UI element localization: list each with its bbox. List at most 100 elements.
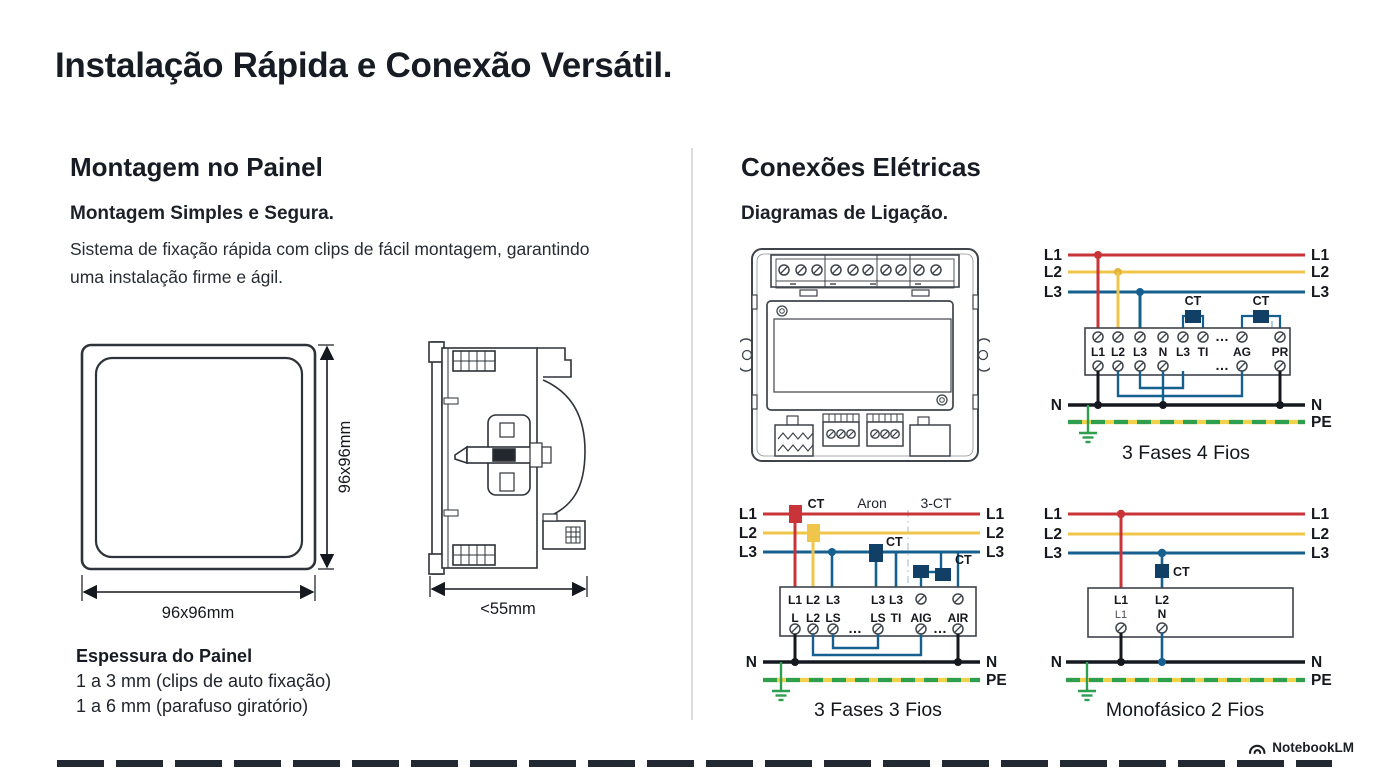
terminal-r2-5: AIG <box>910 611 931 625</box>
meter-rear-drawing <box>740 248 990 462</box>
ct-label-right: CT <box>955 553 972 567</box>
diagram-3-fases-4-fios: L1 L2 L3 L1 L2 L3 CT CT … L1 L2 L3 N L3 … <box>1044 247 1332 464</box>
terminal-r1-screw-2 <box>952 593 964 605</box>
watermark-label: NotebookLM <box>1272 740 1354 755</box>
ct-symbol-b <box>935 568 951 581</box>
pe-label: PE <box>1311 414 1332 431</box>
width-dimension-label: 96x96mm <box>162 604 234 622</box>
phase-lines <box>1068 251 1305 333</box>
phase-label-l1-left: L1 <box>1044 247 1062 264</box>
bottom-wiring <box>1119 633 1164 662</box>
panel-front-outline <box>80 343 317 571</box>
terminal-r1-1: L2 <box>1155 593 1169 607</box>
ct-symbol-red <box>789 505 802 523</box>
width-dimension: 96x96mm <box>81 575 316 622</box>
right-section-heading: Conexões Elétricas <box>741 152 981 182</box>
phase-label-l1-right: L1 <box>1311 506 1329 523</box>
terminal-r2-1: L2 <box>806 611 820 625</box>
phase-label-l1-left: L1 <box>739 506 757 523</box>
neutral-and-pe <box>1068 401 1305 444</box>
panel-thickness-heading: Espessura do Painel <box>76 646 253 666</box>
pe-label: PE <box>986 672 1007 689</box>
panel-thickness-line1: 1 a 3 mm (clips de auto fixação) <box>76 671 332 691</box>
bottom-wiring <box>793 634 960 662</box>
phase-label-l2-right: L2 <box>1311 264 1329 281</box>
phase-label-l2-left: L2 <box>739 525 757 542</box>
ct-circuits <box>789 505 960 594</box>
ct-symbol-mid <box>869 544 883 562</box>
left-section-heading: Montagem no Painel <box>70 152 323 182</box>
terminal-r2-0: L1 <box>1115 609 1127 621</box>
neutral-label-left: N <box>1051 654 1062 671</box>
ct-label: CT <box>1173 565 1190 579</box>
terminal-r2-0: L <box>791 611 798 625</box>
aron-label: Aron <box>857 495 887 511</box>
phase-label-l2-left: L2 <box>1044 526 1062 543</box>
terminal-r1-3: L3 <box>871 593 885 607</box>
panel-side-outline <box>428 341 586 575</box>
phase-lines <box>1068 509 1305 596</box>
terminal-label-0: L1 <box>1091 345 1105 359</box>
diagram-caption: Monofásico 2 Fios <box>1106 699 1264 721</box>
bottom-wiring <box>1096 371 1282 405</box>
ct-header-label: CT <box>808 497 825 511</box>
neutral-and-pe <box>763 658 980 702</box>
neutral-label-right: N <box>1311 397 1322 414</box>
depth-dimension-label: <55mm <box>480 600 535 618</box>
terminal-r2-2: LS <box>825 611 840 625</box>
phase-label-l3-left: L3 <box>1044 284 1062 301</box>
neutral-label-left: N <box>1051 397 1062 414</box>
diagram-caption: 3 Fases 4 Fios <box>1122 442 1250 464</box>
left-section-body: Sistema de fixação rápida com clips de f… <box>70 239 590 287</box>
terminal-r2-1: N <box>1158 607 1167 621</box>
depth-dimension: <55mm <box>429 576 588 618</box>
terminal-label-7: PR <box>1272 345 1289 359</box>
panel-thickness-line2: 1 a 6 mm (parafuso giratório) <box>76 696 309 716</box>
ct-symbol-a <box>913 565 929 578</box>
phase-label-l1-right: L1 <box>986 506 1004 523</box>
phase-label-l3-right: L3 <box>1311 284 1329 301</box>
terminal-label-5: TI <box>1198 345 1209 359</box>
diagram-3-fases-3-fios: CT Aron 3-CT L1 L2 L3 L1 L2 L3 <box>739 495 1007 721</box>
ellipsis-2: … <box>933 620 947 636</box>
cropped-next-section-text <box>57 760 1332 767</box>
phase-label-l3-left: L3 <box>739 544 757 561</box>
terminal-r1-screw-1 <box>915 593 927 605</box>
side-view-drawing: <55mm <box>428 341 588 618</box>
phase-label-l2-right: L2 <box>1311 526 1329 543</box>
ct-label-mid: CT <box>886 535 903 549</box>
terminal-r1-4: L3 <box>889 593 903 607</box>
section-divider <box>691 148 693 720</box>
phase-label-l3-right: L3 <box>1311 545 1329 562</box>
terminal-r2-6: AIR <box>948 611 969 625</box>
meter-mid-panel <box>766 300 954 411</box>
left-section-subheading: Montagem Simples e Segura. <box>70 203 334 224</box>
ellipsis-1: … <box>848 620 862 636</box>
diagram-monofasico-2-fios: L1 L2 L3 L1 L2 L3 CT L1 L2 L1 N N N PE M… <box>1044 506 1332 721</box>
ellipsis-top: … <box>1215 328 1229 344</box>
phase-label-l3-right: L3 <box>986 544 1004 561</box>
terminal-label-2: L3 <box>1133 345 1147 359</box>
neutral-label-left: N <box>746 654 757 671</box>
meter-bottom-blocks <box>774 413 951 457</box>
phase-label-l1-right: L1 <box>1311 247 1329 264</box>
ct-symbol <box>1155 564 1169 578</box>
neutral-and-pe <box>1066 658 1305 702</box>
phase-label-l3-left: L3 <box>1044 545 1062 562</box>
terminal-label-3: N <box>1159 345 1168 359</box>
terminal-label-4: L3 <box>1176 345 1190 359</box>
terminal-label-1: L2 <box>1111 345 1125 359</box>
terminal-r2-4: TI <box>891 611 902 625</box>
phase-label-l2-left: L2 <box>1044 264 1062 281</box>
ct-label-1: CT <box>1185 294 1202 308</box>
neutral-label-right: N <box>986 654 997 671</box>
notebooklm-logo-icon <box>1249 744 1266 755</box>
terminal-label-6: AG <box>1233 345 1251 359</box>
terminal-r1-0: L1 <box>1114 593 1128 607</box>
ct-symbol-2 <box>1253 310 1269 323</box>
ct-symbol-yellow <box>807 524 820 542</box>
terminal-r1-1: L2 <box>806 593 820 607</box>
ct-symbol-1 <box>1185 310 1201 323</box>
three-ct-label: 3-CT <box>920 495 952 511</box>
